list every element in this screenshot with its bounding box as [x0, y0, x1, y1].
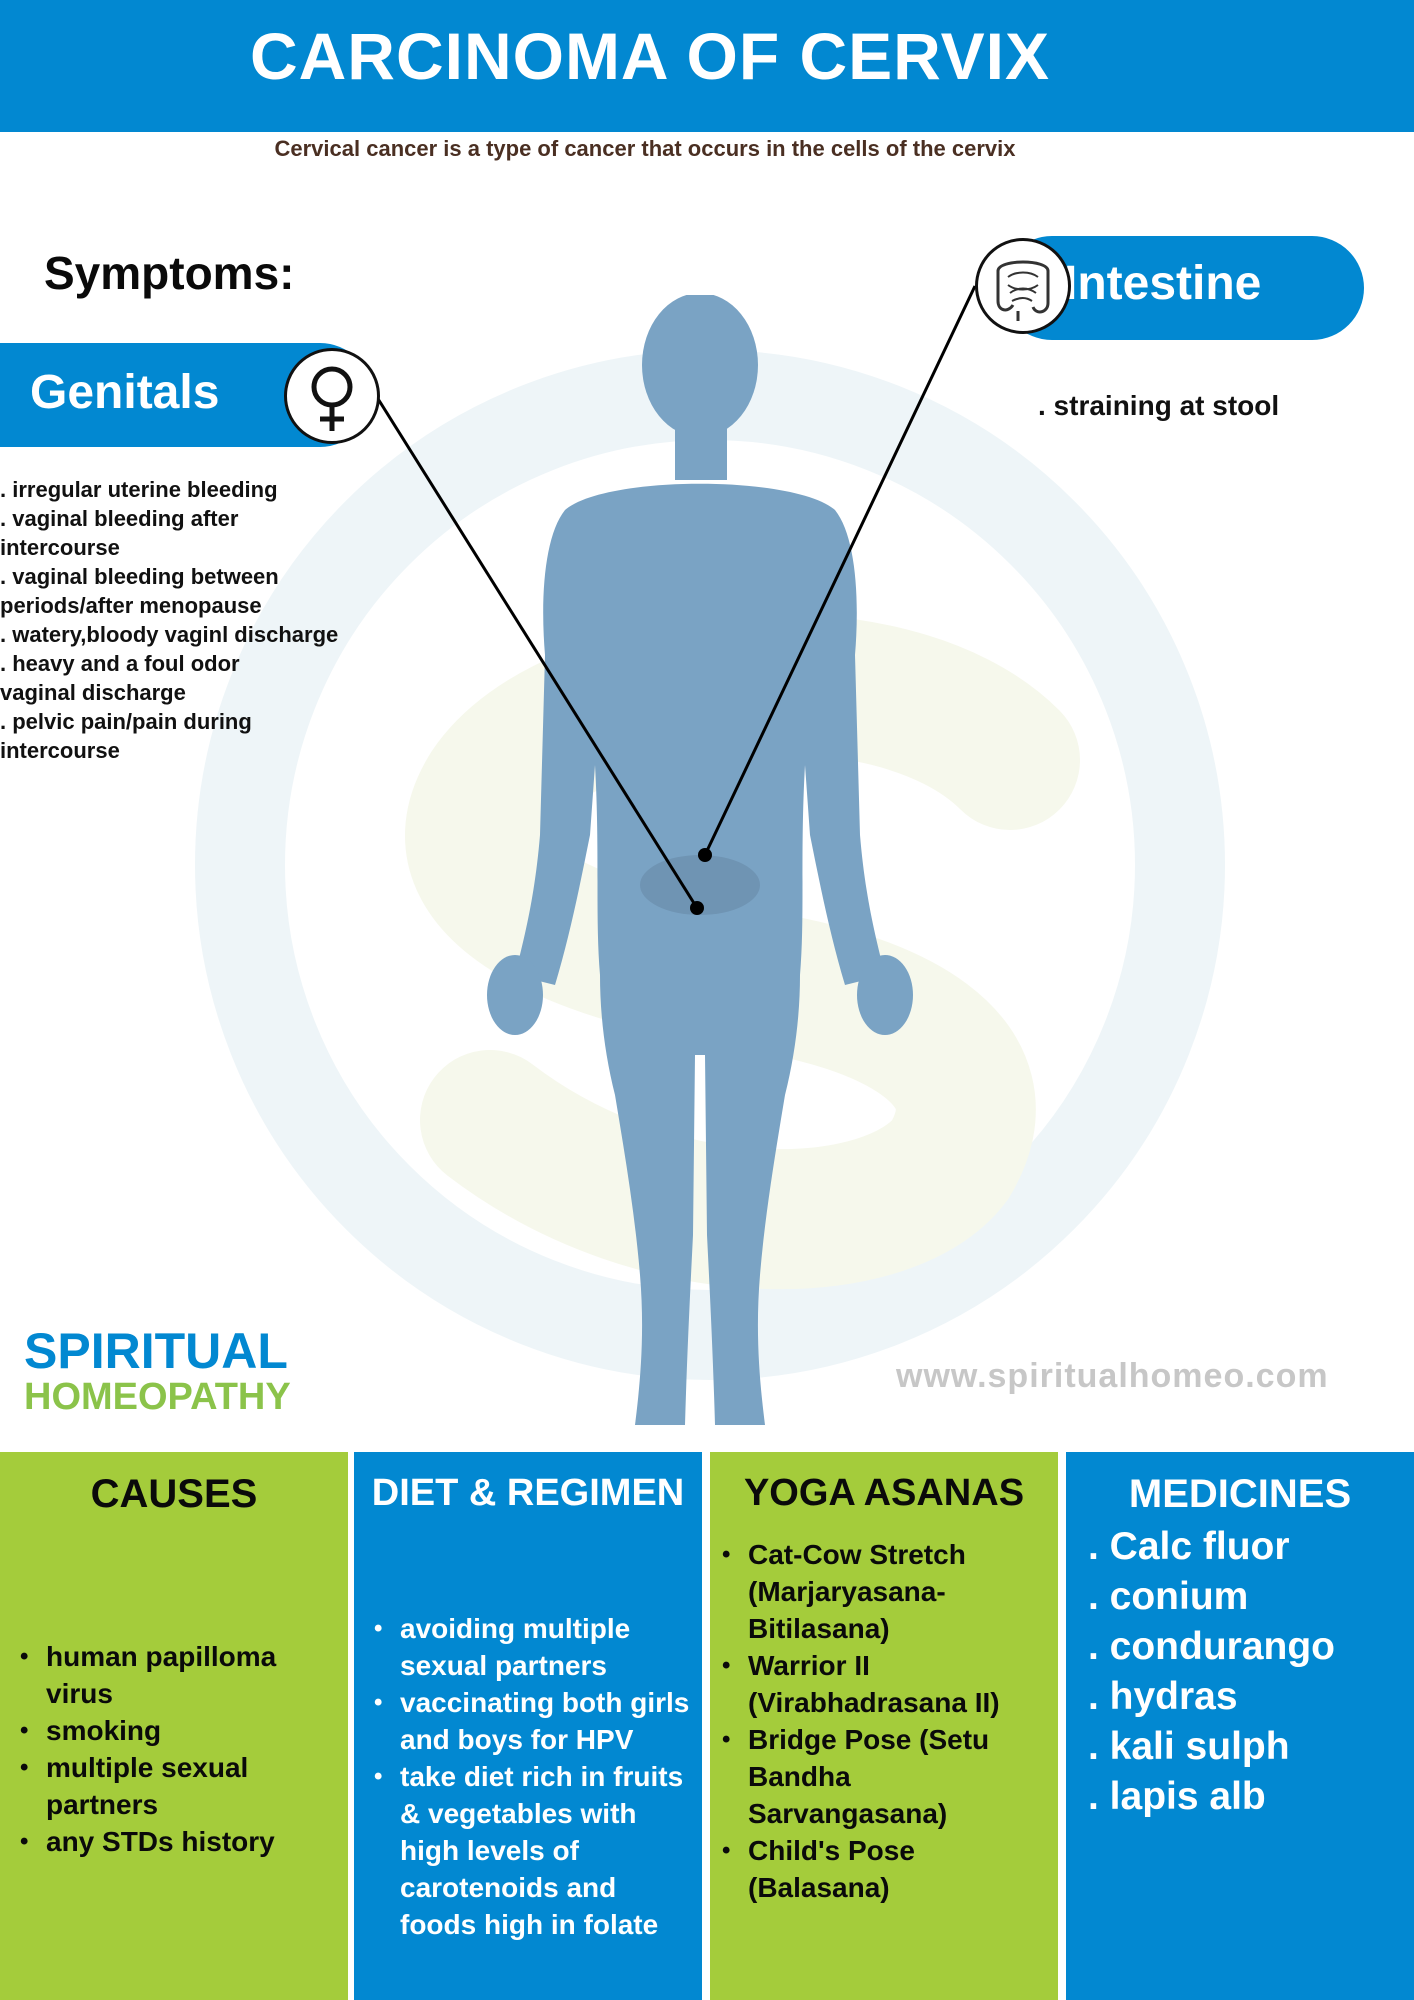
list-item: vaccinating both girls and boys for HPV: [370, 1684, 700, 1758]
list-item: . pelvic pain/pain during: [0, 709, 252, 734]
page-title: CARCINOMA OF CERVIX: [249, 19, 1051, 93]
list-item: periods/after menopause: [0, 593, 262, 618]
yoga-title: YOGA ASANAS: [743, 1472, 1025, 1514]
list-item: Bridge Pose (Setu Bandha Sarvangasana): [718, 1721, 1053, 1832]
symptoms-heading: Symptoms:: [44, 247, 295, 299]
list-item: take diet rich in fruits & vegetables wi…: [370, 1758, 700, 1943]
list-item: multiple sexual partners: [16, 1749, 341, 1823]
yoga-list: Cat-Cow Stretch (Marjaryasana-Bitilasana…: [718, 1536, 1053, 1906]
diet-list: avoiding multiple sexual partners vaccin…: [370, 1610, 700, 1943]
list-item: intercourse: [0, 738, 120, 763]
header-banner: CARCINOMA OF CERVIX: [0, 0, 1414, 132]
list-item: . vaginal bleeding after: [0, 506, 239, 531]
list-item: . kali sulph: [1088, 1725, 1290, 1768]
list-item: . lapis alb: [1088, 1775, 1266, 1818]
female-symbol-icon: [284, 348, 380, 444]
brand-name-top: SPIRITUAL: [24, 1323, 288, 1379]
diet-panel: DIET & REGIMEN avoiding multiple sexual …: [354, 1452, 702, 2000]
genitals-symptom-list: . irregular uterine bleeding . vaginal b…: [0, 475, 380, 765]
list-item: . condurango: [1088, 1625, 1335, 1668]
list-item: any STDs history: [16, 1823, 341, 1860]
medicines-panel: MEDICINES . Calc fluor . conium . condur…: [1066, 1452, 1414, 2000]
diet-title: DIET & REGIMEN: [371, 1472, 685, 1514]
yoga-panel: YOGA ASANAS Cat-Cow Stretch (Marjaryasan…: [710, 1452, 1058, 2000]
list-item: smoking: [16, 1712, 341, 1749]
list-item: avoiding multiple sexual partners: [370, 1610, 700, 1684]
causes-title: CAUSES: [90, 1472, 258, 1516]
intestine-label: Intestine: [1064, 257, 1262, 310]
list-item: intercourse: [0, 535, 120, 560]
subtitle: Cervical cancer is a type of cancer that…: [274, 136, 1016, 161]
list-item: . heavy and a foul odor: [0, 651, 240, 676]
list-item: Child's Pose (Balasana): [718, 1832, 1053, 1906]
list-item: . vaginal bleeding between: [0, 564, 279, 589]
human-figure: [487, 295, 913, 1425]
brand-logo: SPIRITUAL HOMEOPATHY: [24, 1326, 291, 1418]
list-item: Cat-Cow Stretch (Marjaryasana-Bitilasana…: [718, 1536, 1053, 1647]
medicines-title: MEDICINES: [1128, 1472, 1352, 1516]
intestine-icon: [975, 238, 1071, 334]
intestine-symptom: . straining at stool: [1038, 390, 1280, 421]
list-item: . Calc fluor: [1088, 1525, 1290, 1568]
list-item: Warrior II (Virabhadrasana II): [718, 1647, 1053, 1721]
list-item: . irregular uterine bleeding: [0, 477, 278, 502]
list-item: . watery,bloody vaginl discharge: [0, 622, 339, 647]
list-item: . conium: [1088, 1575, 1249, 1618]
brand-name-bottom: HOMEOPATHY: [24, 1376, 291, 1418]
medicines-list: . Calc fluor . conium . condurango . hyd…: [1088, 1522, 1335, 1822]
list-item: human papilloma virus: [16, 1638, 341, 1712]
list-item: vaginal discharge: [0, 680, 186, 705]
causes-panel: CAUSES human papilloma virus smoking mul…: [0, 1452, 348, 2000]
list-item: . hydras: [1088, 1675, 1238, 1718]
website-link[interactable]: www.spiritualhomeo.com: [896, 1357, 1329, 1395]
causes-list: human papilloma virus smoking multiple s…: [16, 1638, 341, 1860]
genitals-label: Genitals: [30, 366, 220, 419]
